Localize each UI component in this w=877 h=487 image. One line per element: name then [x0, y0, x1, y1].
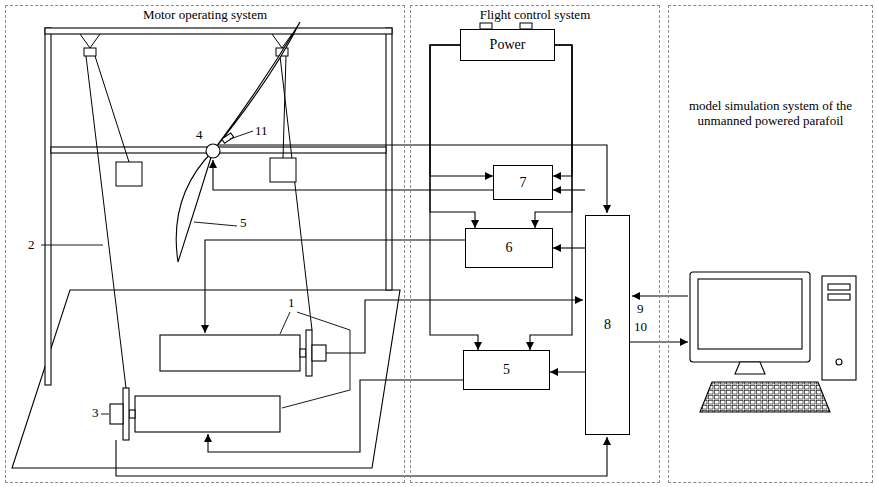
callout-number: 11: [255, 124, 268, 138]
controller-box: 8: [585, 215, 630, 435]
callout-number: 3: [92, 406, 99, 420]
signal-wires: [326, 300, 583, 353]
callout-number: 9: [637, 302, 644, 316]
signal-wires: [213, 160, 493, 190]
signal-wires: [116, 437, 607, 476]
box-label: 5: [503, 362, 510, 378]
signal-connector: [550, 371, 585, 372]
computer: [836, 359, 842, 365]
driver-box: 7: [493, 165, 553, 200]
signal-connector: [553, 189, 585, 190]
pulleys-and-cables: [95, 56, 129, 162]
pulleys-and-cables: [80, 34, 312, 388]
leader-lines: [280, 312, 290, 334]
signal-wires: [630, 341, 688, 342]
box-label: 6: [506, 240, 513, 256]
computer: [700, 382, 830, 412]
signal-connector: [553, 247, 585, 248]
pulleys-and-cables: [283, 56, 286, 158]
motors: [312, 345, 326, 361]
motors: [110, 404, 123, 424]
box-label: Power: [490, 37, 526, 53]
computer: [690, 272, 810, 362]
callout-number: 1: [288, 296, 295, 310]
motors: [160, 335, 300, 371]
system-region: Motor operating system: [5, 5, 405, 483]
platform: [12, 290, 400, 468]
leader-lines: [230, 131, 253, 139]
motors: [306, 330, 312, 376]
system-region: Flight control systemPower 7 6 5 8: [410, 5, 660, 483]
leader-lines: [41, 131, 350, 414]
leader-lines: [282, 312, 350, 408]
computer: [698, 279, 802, 349]
motors: [300, 349, 306, 357]
signal-connector: [430, 45, 475, 228]
gantry-frame: [386, 28, 392, 290]
propeller: [176, 151, 213, 262]
driver-box: 6: [465, 228, 553, 268]
callout-number: 2: [28, 238, 35, 252]
leader-lines: [41, 245, 103, 246]
gantry-frame: [45, 28, 392, 34]
system-region: model simulation system of the unmanned …: [668, 5, 873, 483]
pulleys-and-cables: [280, 56, 312, 330]
box-label: 7: [520, 175, 527, 191]
leader-lines: [101, 414, 109, 415]
pulleys-and-cables: [84, 48, 96, 56]
motors: [129, 410, 135, 418]
region-title: Motor operating system: [15, 6, 395, 22]
signal-wires: [632, 295, 688, 296]
signal-connector: [535, 45, 572, 228]
pulleys-and-cables: [86, 56, 126, 388]
callout-number: 4: [196, 128, 203, 142]
motors: [110, 330, 326, 440]
gantry-frame: [45, 28, 392, 385]
computer: [690, 272, 856, 412]
propeller: [176, 22, 300, 262]
motors: [123, 388, 129, 440]
signal-connector: [430, 45, 478, 350]
computer: [822, 276, 856, 380]
pulleys-and-cables: [116, 162, 142, 186]
propeller: [206, 144, 220, 158]
computer: [828, 284, 850, 290]
pulleys-and-cables: [270, 158, 296, 182]
signal-wires: [218, 145, 607, 213]
driver-box: 5: [463, 350, 550, 390]
callout-number: 10: [634, 320, 647, 334]
region-title: Flight control system: [415, 6, 655, 22]
callout-number: 5: [240, 216, 247, 230]
computer: [828, 294, 850, 300]
signal-connector: [553, 45, 572, 176]
region-title: model simulation system of the unmanned …: [678, 6, 863, 128]
signal-wires: [116, 145, 688, 476]
power-box: Power: [460, 29, 555, 61]
signal-wires: [208, 380, 463, 452]
signal-connector: [430, 45, 493, 176]
signal-wires: [205, 240, 465, 333]
leader-lines: [194, 222, 237, 226]
box-label: 8: [604, 317, 611, 333]
motors: [135, 396, 280, 432]
computer: [735, 362, 765, 374]
gantry-frame: [45, 28, 51, 385]
pulleys-and-cables: [80, 34, 100, 48]
propeller: [213, 22, 300, 151]
